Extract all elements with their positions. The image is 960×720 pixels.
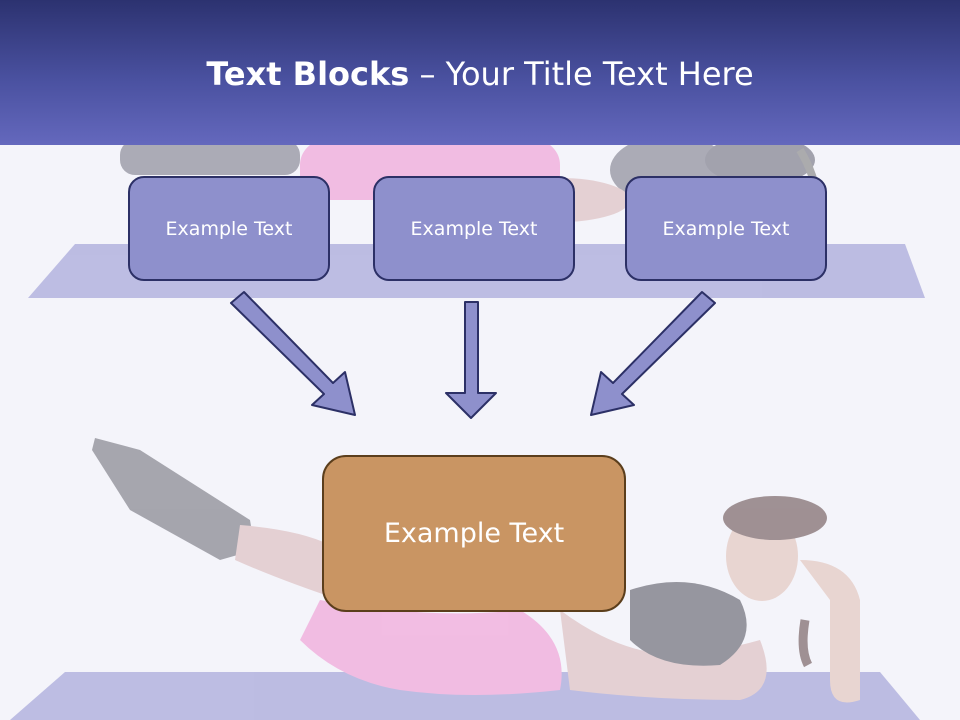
title-separator: –	[409, 55, 446, 93]
text-block-2[interactable]: Example Text	[373, 176, 575, 281]
slide-title: Text Blocks – Your Title Text Here	[0, 52, 960, 96]
arrow-down	[445, 301, 497, 419]
arrow-right-diagonal	[590, 291, 716, 416]
target-text-block[interactable]: Example Text	[322, 455, 626, 612]
text-block-1[interactable]: Example Text	[128, 176, 330, 281]
title-rest-text: Your Title Text Here	[445, 55, 754, 93]
title-bar	[0, 0, 960, 145]
text-block-3[interactable]: Example Text	[625, 176, 827, 281]
arrow-left-diagonal	[230, 291, 356, 416]
title-bold-text: Text Blocks	[206, 55, 410, 93]
